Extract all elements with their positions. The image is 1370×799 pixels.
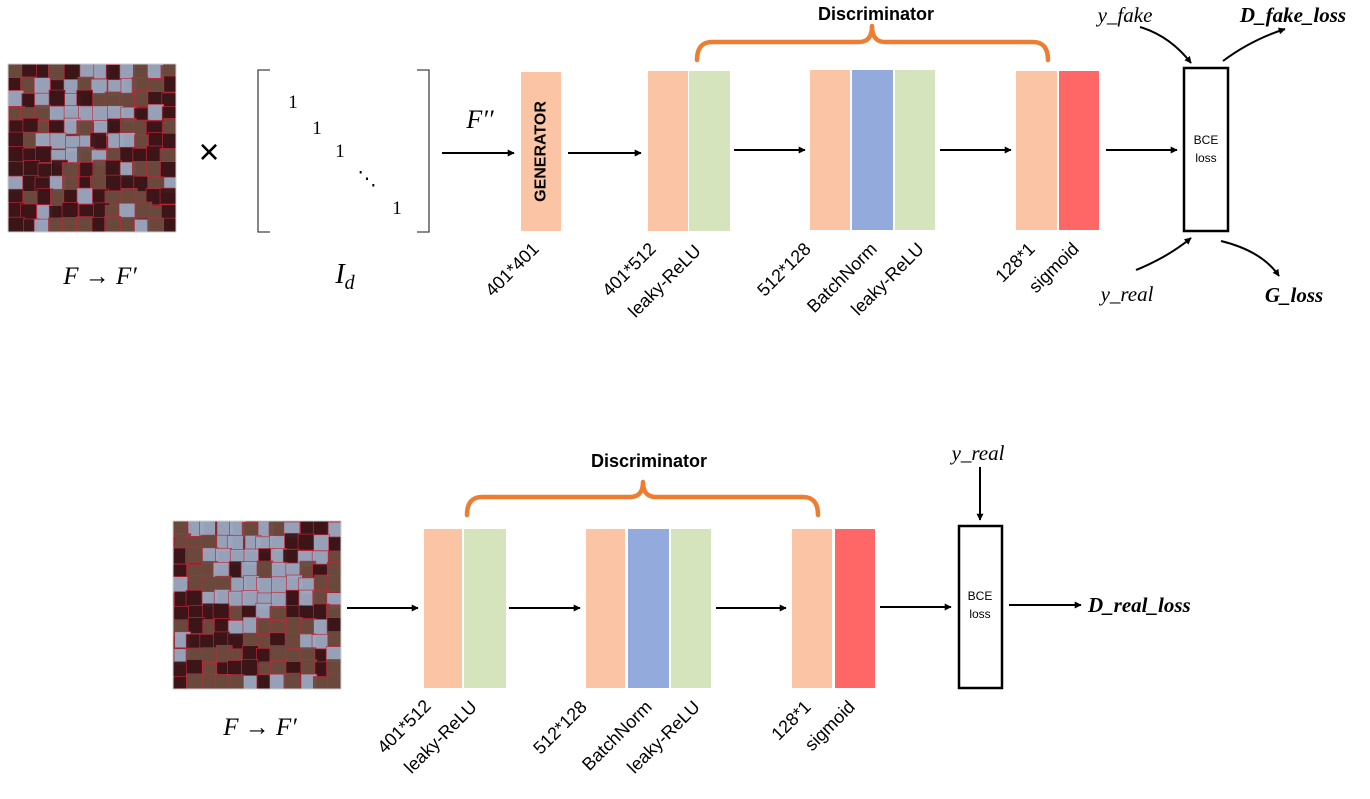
discriminator-brace bbox=[464, 479, 821, 518]
layer3-activation: sigmoid bbox=[801, 697, 859, 755]
generator-dims: 401*401 bbox=[481, 239, 543, 301]
arrow-label-f-double-prime: F′′ bbox=[465, 105, 494, 134]
bce-loss-box bbox=[957, 524, 1004, 690]
batchnorm-layer bbox=[628, 529, 669, 688]
y-fake-label: y_fake bbox=[1096, 3, 1153, 27]
linear-layer-3 bbox=[1016, 71, 1057, 230]
linear-layer-3 bbox=[792, 529, 832, 688]
matrix-entry: 1 bbox=[288, 92, 298, 113]
matrix-ellipsis: ⋱ bbox=[358, 169, 377, 190]
discriminator-title: Discriminator bbox=[818, 4, 934, 24]
top-pipeline: F → F′ × 1 1 1 ⋱ 1 Id F′′ GENERATOR 401*… bbox=[7, 3, 1346, 321]
identity-matrix: 1 1 1 ⋱ 1 bbox=[257, 69, 430, 233]
layer2-dims: 512*128 bbox=[753, 239, 815, 301]
d-fake-loss-label: D_fake_loss bbox=[1239, 3, 1346, 27]
arrow-d-fake-loss-out bbox=[1222, 27, 1286, 62]
times-symbol: × bbox=[198, 131, 219, 172]
y-real-label: y_real bbox=[950, 441, 1005, 465]
arrow-y-real-in bbox=[1135, 237, 1192, 271]
y-real-label: y_real bbox=[1099, 282, 1154, 306]
linear-layer-1 bbox=[648, 71, 688, 231]
discriminator-title: Discriminator bbox=[591, 451, 707, 471]
layer3-activation: sigmoid bbox=[1025, 239, 1083, 297]
bce-label-line1: BCE bbox=[968, 589, 993, 603]
satellite-image-icon bbox=[173, 521, 341, 689]
top-input-label: F → F′ bbox=[62, 263, 137, 290]
activation-layer-1 bbox=[464, 529, 506, 688]
activation-layer-2 bbox=[895, 70, 935, 230]
sigmoid-layer bbox=[1059, 71, 1099, 230]
layer2-dims: 512*128 bbox=[529, 697, 591, 759]
discriminator-brace bbox=[694, 23, 1051, 63]
d-real-loss-label: D_real_loss bbox=[1087, 593, 1191, 617]
bce-label-line2: loss bbox=[1195, 151, 1216, 165]
arrow-g-loss-out bbox=[1220, 240, 1280, 277]
linear-layer-2 bbox=[810, 70, 850, 230]
matrix-entry: 1 bbox=[392, 198, 402, 219]
bce-loss-box bbox=[1182, 66, 1230, 233]
satellite-image-icon bbox=[8, 64, 176, 232]
batchnorm-layer bbox=[852, 70, 893, 230]
matrix-label: Id bbox=[334, 259, 355, 294]
generator-block bbox=[521, 72, 561, 231]
activation-layer-2 bbox=[671, 529, 711, 688]
generator-label: GENERATOR bbox=[533, 101, 550, 202]
g-loss-label: G_loss bbox=[1265, 283, 1323, 307]
bottom-input-label: F → F′ bbox=[222, 714, 297, 741]
matrix-entry: 1 bbox=[335, 141, 345, 162]
sigmoid-layer bbox=[835, 529, 875, 688]
matrix-entry: 1 bbox=[312, 118, 322, 139]
linear-layer-1 bbox=[424, 529, 462, 688]
bce-label-line1: BCE bbox=[1194, 133, 1219, 147]
linear-layer-2 bbox=[586, 529, 625, 688]
bottom-pipeline: F → F′ Discriminator 401*512 leaky-ReLU … bbox=[172, 441, 1191, 777]
activation-layer-1 bbox=[689, 71, 730, 231]
bce-label-line2: loss bbox=[969, 607, 990, 621]
arrow-y-fake-in bbox=[1139, 26, 1192, 64]
